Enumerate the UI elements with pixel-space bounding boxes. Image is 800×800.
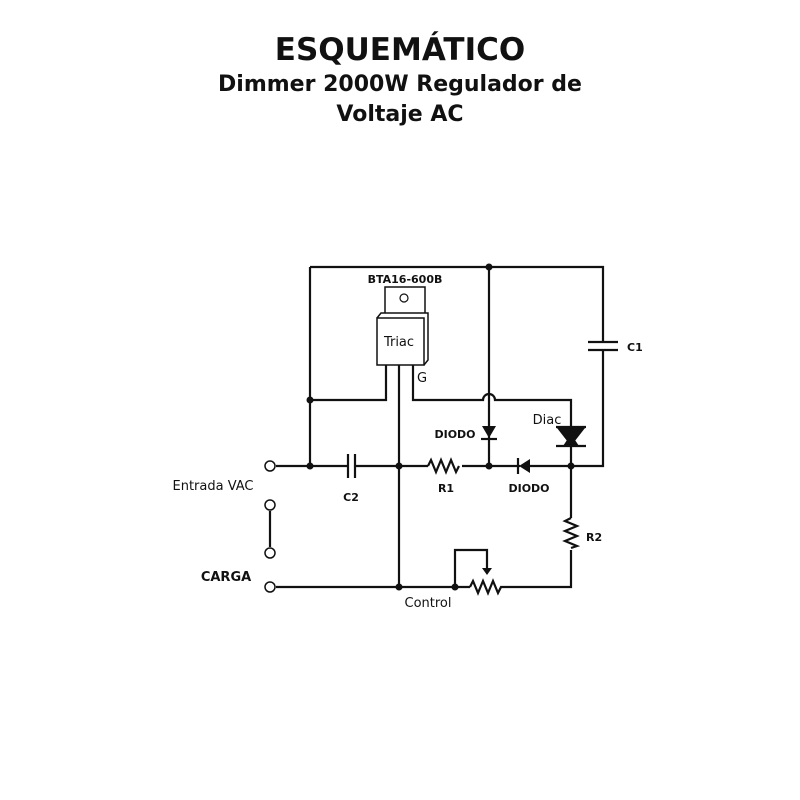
input-label: Entrada VAC	[172, 479, 253, 494]
junction-dots	[306, 263, 575, 591]
terminals[interactable]	[264, 460, 276, 593]
diode-vertical	[481, 426, 497, 441]
page-title: ESQUEMÁTICO	[274, 32, 526, 68]
r1-label: R1	[438, 482, 454, 495]
subtitle-line-2: Voltaje AC	[336, 102, 464, 127]
r2-label: R2	[586, 531, 602, 544]
diac-label: Diac	[533, 413, 562, 428]
diode-horizontal	[516, 458, 530, 474]
c1-label: C1	[627, 341, 643, 354]
part-number-label: BTA16-600B	[368, 273, 443, 286]
c2-label: C2	[343, 491, 359, 504]
subtitle-line-1: Dimmer 2000W Regulador de	[218, 72, 582, 97]
control-label: Control	[405, 596, 452, 611]
diode-bottom-label: DIODO	[508, 482, 549, 495]
triac-component	[376, 286, 429, 366]
triac-label: Triac	[383, 335, 414, 350]
gate-label: G	[417, 371, 427, 386]
diode-top-label: DIODO	[434, 428, 475, 441]
diac	[556, 425, 586, 448]
load-label: CARGA	[201, 570, 251, 585]
capacitor-c2	[346, 454, 357, 478]
capacitor-c1	[588, 340, 618, 352]
resistor-r1	[427, 457, 460, 475]
resistor-r2	[562, 517, 581, 550]
potentiometer[interactable]	[469, 568, 505, 596]
